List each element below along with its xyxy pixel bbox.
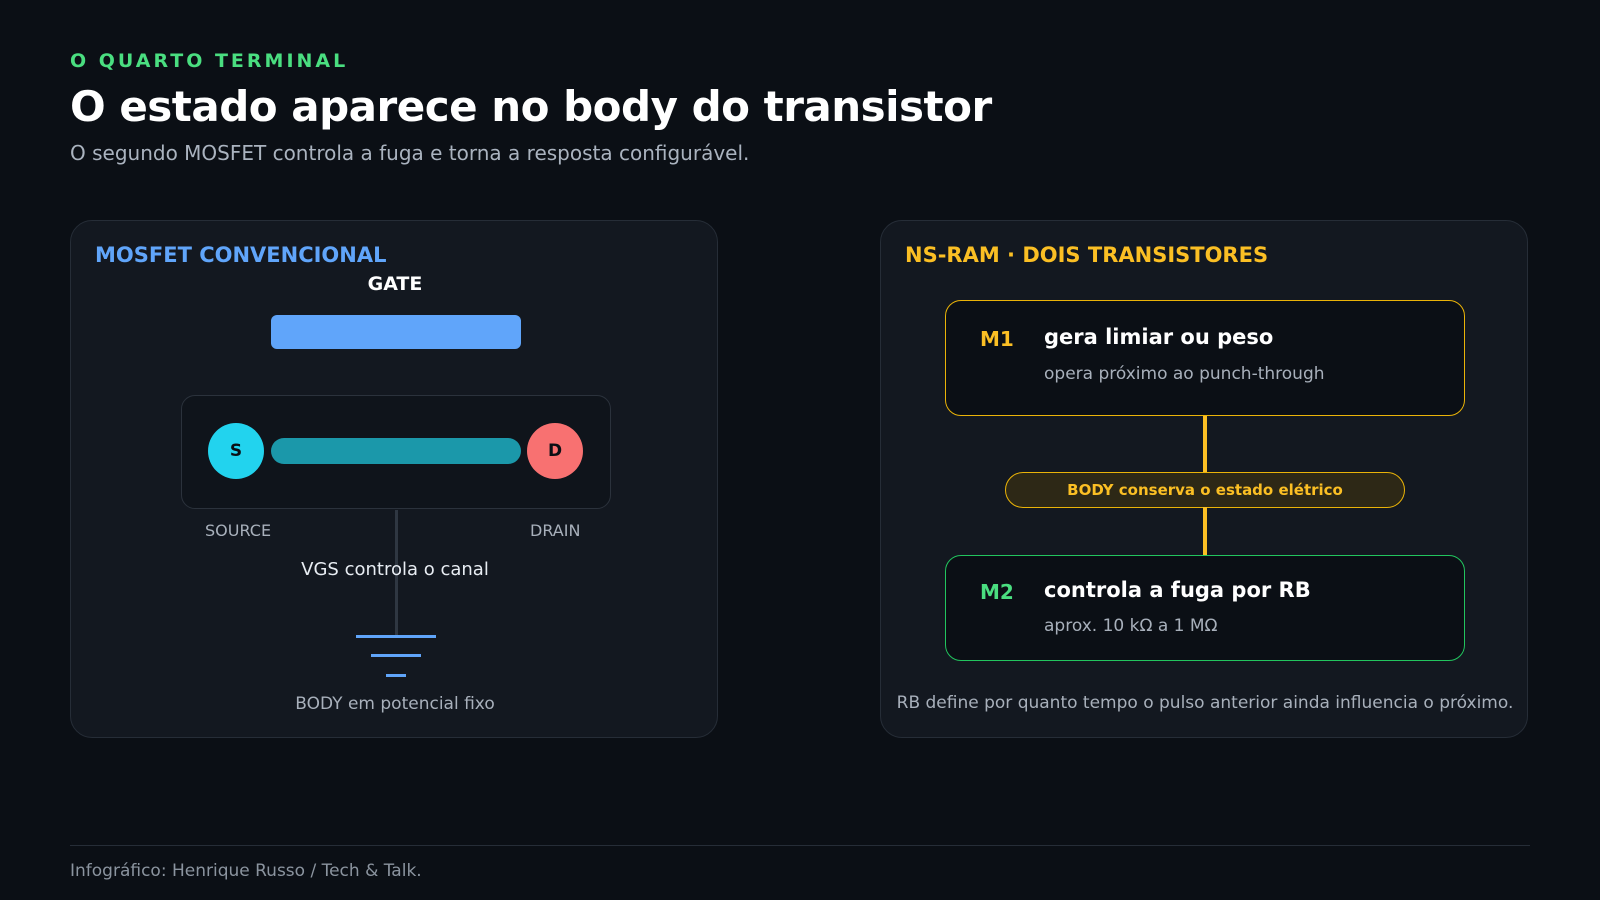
ground-icon-line-3 (386, 674, 406, 677)
m2-title: controla a fuga por RB (1044, 578, 1311, 602)
m1-box: M1 gera limiar ou peso opera próximo ao … (945, 300, 1465, 416)
footer-divider (70, 845, 1530, 846)
m1-tag: M1 (980, 327, 1014, 351)
page-subtitle: O segundo MOSFET controla a fuga e torna… (70, 141, 750, 165)
page-title: O estado aparece no body do transistor (70, 82, 992, 131)
m2-tag: M2 (980, 580, 1014, 604)
ground-icon-line-1 (356, 635, 436, 638)
connector-line-bottom (1203, 507, 1207, 555)
m1-title: gera limiar ou peso (1044, 325, 1274, 349)
panel-title-conventional: MOSFET CONVENCIONAL (95, 243, 387, 267)
ground-icon-line-2 (371, 654, 421, 657)
panel-title-ns-ram: NS-RAM · DOIS TRANSISTORES (905, 243, 1269, 267)
conventional-mosfet-panel: MOSFET CONVENCIONAL GATE S D SOURCE DRAI… (70, 220, 718, 738)
gate-bar (271, 315, 521, 349)
drain-label: DRAIN (530, 521, 581, 540)
body-stem-line (395, 510, 398, 637)
channel-bar (271, 438, 521, 464)
footer-credit: Infográfico: Henrique Russo / Tech & Tal… (70, 861, 422, 881)
m1-subtitle: opera próximo ao punch-through (1044, 364, 1325, 384)
ns-ram-panel: NS-RAM · DOIS TRANSISTORES M1 gera limia… (880, 220, 1528, 738)
kicker: O QUARTO TERMINAL (70, 50, 349, 72)
body-state-pill: BODY conserva o estado elétrico (1005, 472, 1405, 508)
m2-box: M2 controla a fuga por RB aprox. 10 kΩ a… (945, 555, 1465, 661)
gate-label: GATE (367, 273, 423, 295)
source-letter: S (229, 441, 243, 461)
source-terminal: S (208, 423, 264, 479)
body-fixed-label: BODY em potencial fixo (295, 694, 495, 714)
connector-line-top (1203, 416, 1207, 472)
source-label: SOURCE (205, 521, 272, 540)
vgs-label: VGS controla o canal (301, 559, 489, 580)
drain-letter: D (547, 441, 563, 461)
m2-subtitle: aprox. 10 kΩ a 1 MΩ (1044, 616, 1218, 636)
drain-terminal: D (527, 423, 583, 479)
rb-note: RB define por quanto tempo o pulso anter… (896, 693, 1514, 713)
